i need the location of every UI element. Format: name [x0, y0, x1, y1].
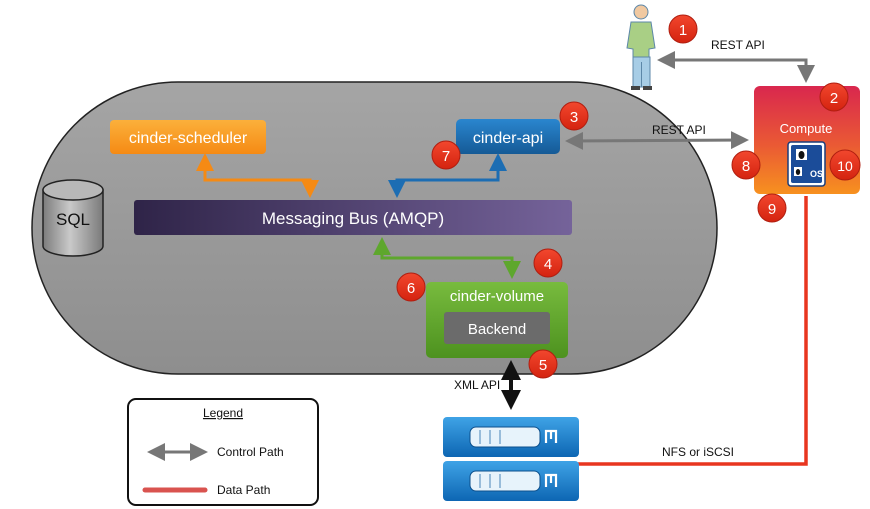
data-path-line: [578, 196, 808, 466]
step-badge-1: 1: [668, 14, 698, 44]
sql-label: SQL: [56, 210, 90, 229]
svg-text:7: 7: [442, 148, 450, 165]
legend-control-label: Control Path: [217, 445, 284, 459]
os-badge-label: OS: [810, 169, 823, 179]
bus-volume-arrow: [373, 237, 521, 279]
backend-label: Backend: [468, 321, 526, 338]
compute-label: Compute: [780, 121, 833, 136]
user-icon: [626, 4, 656, 90]
svg-text:1: 1: [679, 22, 687, 39]
legend-data-label: Data Path: [217, 483, 270, 497]
step-badge-6: 6: [396, 272, 426, 302]
xml-api-label: XML API: [454, 378, 500, 392]
data-path-label: NFS or iSCSI: [662, 445, 734, 459]
step-badge-2: 2: [819, 82, 849, 112]
step-badge-9: 9: [757, 193, 787, 223]
user-compute-label: REST API: [711, 38, 765, 52]
cinder-scheduler-label: cinder-scheduler: [129, 130, 248, 147]
svg-text:4: 4: [544, 256, 552, 273]
api-bus-arrow: [388, 153, 507, 198]
messaging-bus: [134, 200, 572, 235]
sql-database-icon: SQL: [42, 179, 104, 257]
vm-icon: OS: [787, 141, 826, 187]
storage-array-icon: [443, 417, 579, 501]
step-badge-10: 10: [829, 149, 861, 181]
user-compute-arrow: [657, 51, 815, 83]
svg-text:6: 6: [407, 280, 415, 297]
step-badge-4: 4: [533, 248, 563, 278]
cinder-volume-label: cinder-volume: [450, 288, 544, 305]
legend-box: [127, 398, 319, 506]
backend-box: [444, 312, 550, 344]
svg-text:8: 8: [742, 158, 750, 175]
messaging-bus-label: Messaging Bus (AMQP): [262, 209, 444, 228]
compute-api-label: REST API: [652, 123, 706, 137]
step-badge-7: 7: [431, 140, 461, 170]
svg-text:10: 10: [837, 158, 853, 174]
svg-text:9: 9: [768, 201, 776, 218]
compute-api-arrow: [565, 131, 749, 150]
cinder-scheduler-box: [110, 120, 266, 154]
svg-text:2: 2: [830, 90, 838, 107]
scheduler-bus-arrow: [196, 153, 319, 198]
svg-text:3: 3: [570, 109, 578, 126]
svg-text:5: 5: [539, 357, 547, 374]
step-badge-8: 8: [731, 150, 761, 180]
step-badge-5: 5: [528, 349, 558, 379]
step-badge-3: 3: [559, 101, 589, 131]
legend-title: Legend: [203, 406, 243, 420]
cinder-api-label: cinder-api: [473, 130, 543, 147]
cinder-api-box: [456, 119, 560, 154]
